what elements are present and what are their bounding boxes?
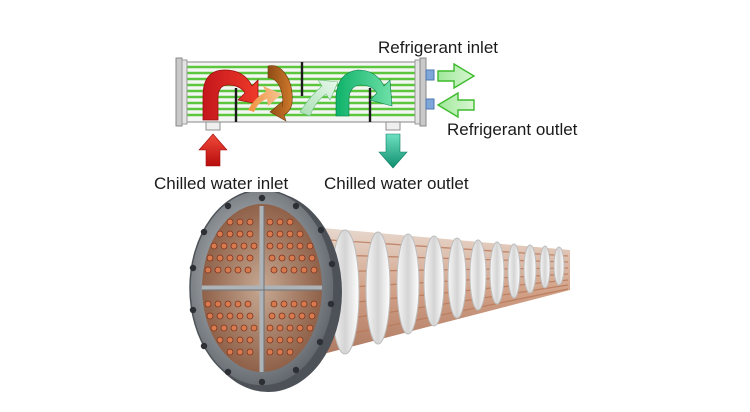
- chilled-water-inlet-label: Chilled water inlet: [154, 174, 289, 193]
- tube-bundle-photo: [189, 192, 570, 392]
- flow-arrow-red: [202, 69, 259, 121]
- water-flow-arrows: [202, 65, 393, 122]
- refrigerant-outlet-label: Refrigerant outlet: [447, 120, 578, 139]
- flow-arrow-orange: [248, 86, 282, 112]
- evaporator-schematic: [175, 57, 476, 169]
- flow-arrow-brown: [267, 65, 293, 122]
- end-flange: [189, 192, 342, 392]
- chilled-water-inlet-arrow: [198, 133, 228, 167]
- chilled-water-inlet-nozzle: [205, 121, 221, 131]
- chilled-water-outlet-arrow: [378, 133, 408, 169]
- chilled-water-outlet-label: Chilled water outlet: [324, 174, 469, 193]
- refrigerant-nozzles: [425, 69, 435, 110]
- chilled-water-outlet-nozzle: [385, 121, 401, 131]
- tube-ends: [204, 218, 318, 356]
- pass-partition: [202, 206, 322, 372]
- flow-arrow-teal: [335, 69, 393, 117]
- refrigerant-outlet-arrow: [436, 91, 475, 119]
- flow-arrow-mint: [299, 79, 339, 117]
- refrigerant-inlet-arrow: [437, 62, 476, 90]
- refrigerant-inlet-label: Refrigerant inlet: [378, 38, 499, 57]
- flange-bolt-holes: [189, 194, 336, 386]
- baffles: [234, 62, 372, 122]
